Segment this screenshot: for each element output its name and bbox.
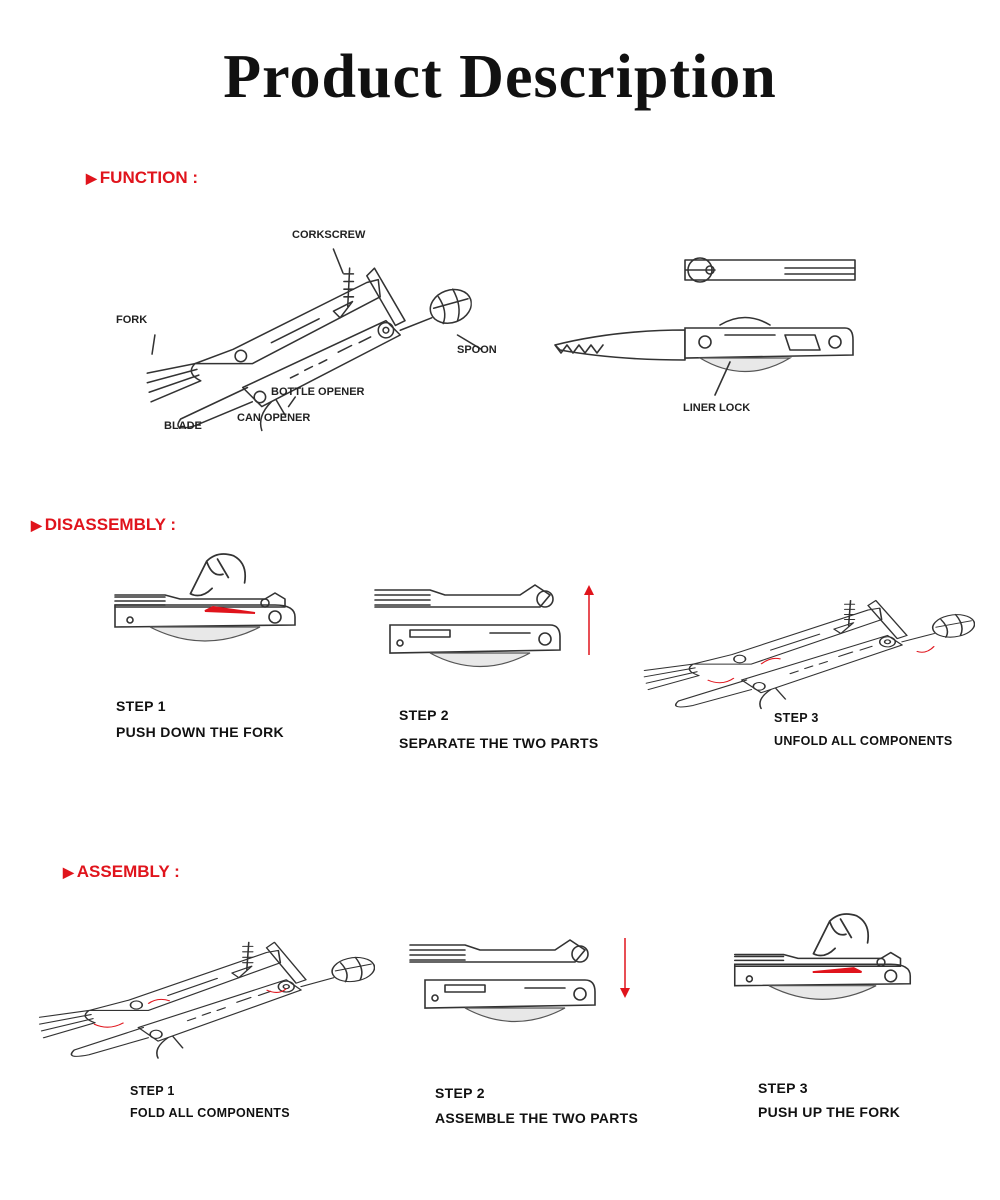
assembly-step2-illustration xyxy=(405,930,605,1040)
assembly-step3-illustration xyxy=(725,935,920,1013)
assembly-step2-number: STEP 2 xyxy=(435,1085,485,1101)
label-fork: FORK xyxy=(116,314,148,326)
assembly-step1-text: FOLD ALL COMPONENTS xyxy=(130,1106,290,1120)
triangle-bullet-icon: ▶ xyxy=(63,864,74,880)
disassembly-heading: ▶DISASSEMBLY : xyxy=(31,515,176,535)
function-heading: ▶FUNCTION : xyxy=(86,168,198,188)
assembly-heading-text: ASSEMBLY : xyxy=(76,862,180,881)
disassembly-step3-number: STEP 3 xyxy=(774,711,819,725)
label-spoon: SPOON xyxy=(457,344,497,356)
page-title: Product Description xyxy=(223,43,777,111)
assembly-step1-number: STEP 1 xyxy=(130,1084,175,1098)
disassembly-step3-illustration xyxy=(625,575,975,715)
multitool-unfolded-illustration xyxy=(110,248,483,440)
hand-icon xyxy=(185,550,250,605)
arrow-up-icon xyxy=(584,585,594,655)
assembly-heading: ▶ASSEMBLY : xyxy=(63,862,180,882)
disassembly-step1-illustration xyxy=(105,575,305,655)
label-liner-lock: LINER LOCK xyxy=(683,402,751,414)
disassembly-step2-illustration xyxy=(370,575,570,685)
disassembly-step1-text: PUSH DOWN THE FORK xyxy=(116,724,284,740)
disassembly-heading-text: DISASSEMBLY : xyxy=(44,515,177,534)
assembly-step3-number: STEP 3 xyxy=(758,1080,808,1096)
label-blade: BLADE xyxy=(164,420,202,432)
arrow-down-icon xyxy=(620,938,630,998)
assembly-step3-text: PUSH UP THE FORK xyxy=(758,1104,901,1120)
hand-icon xyxy=(808,910,873,965)
label-can-opener: CAN OPENER xyxy=(237,412,311,424)
triangle-bullet-icon: ▶ xyxy=(31,517,42,533)
label-corkscrew: CORKSCREW xyxy=(292,229,366,241)
assembly-step1-illustration xyxy=(20,915,375,1065)
disassembly-step2-number: STEP 2 xyxy=(399,707,449,723)
triangle-bullet-icon: ▶ xyxy=(86,170,97,186)
label-bottle-opener: BOTTLE OPENER xyxy=(271,386,365,398)
function-heading-text: FUNCTION : xyxy=(99,168,198,187)
disassembly-step1-number: STEP 1 xyxy=(116,698,166,714)
assembly-step2-text: ASSEMBLE THE TWO PARTS xyxy=(435,1110,639,1126)
disassembly-step3-text: UNFOLD ALL COMPONENTS xyxy=(774,734,953,748)
multitool-closed-knife-illustration xyxy=(554,257,856,396)
disassembly-step2-text: SEPARATE THE TWO PARTS xyxy=(399,735,599,751)
